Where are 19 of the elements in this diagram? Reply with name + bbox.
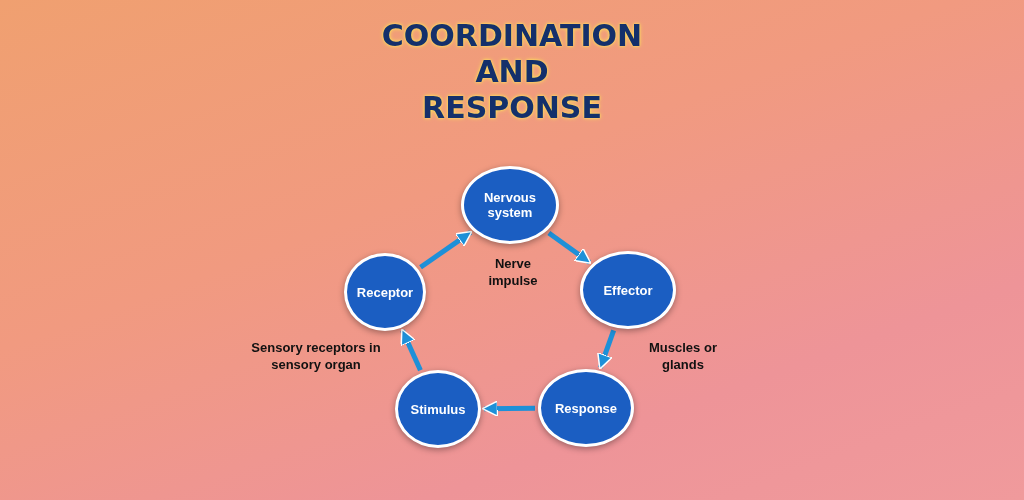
arrow	[597, 329, 616, 370]
arrow	[481, 400, 535, 417]
annotation: Sensory receptors in sensory organ	[250, 339, 382, 373]
process-ellipse	[461, 166, 559, 244]
process-ellipse	[344, 253, 426, 331]
arrow	[547, 230, 592, 265]
process-ellipse	[538, 369, 634, 447]
node-label: Stimulus	[409, 401, 467, 417]
node-label: Receptor	[355, 284, 415, 300]
node-label: Effector	[602, 282, 654, 298]
annotation: Nerve impulse	[487, 255, 539, 289]
node-label: Nervous system	[483, 190, 537, 220]
process-ellipse	[395, 370, 481, 448]
node-label: Response	[553, 400, 619, 416]
arrow	[400, 328, 423, 372]
title: COORDINATION AND RESPONSE	[381, 18, 643, 126]
annotation: Muscles or glands	[648, 339, 718, 373]
process-ellipse	[580, 251, 676, 329]
arrow	[419, 230, 473, 270]
